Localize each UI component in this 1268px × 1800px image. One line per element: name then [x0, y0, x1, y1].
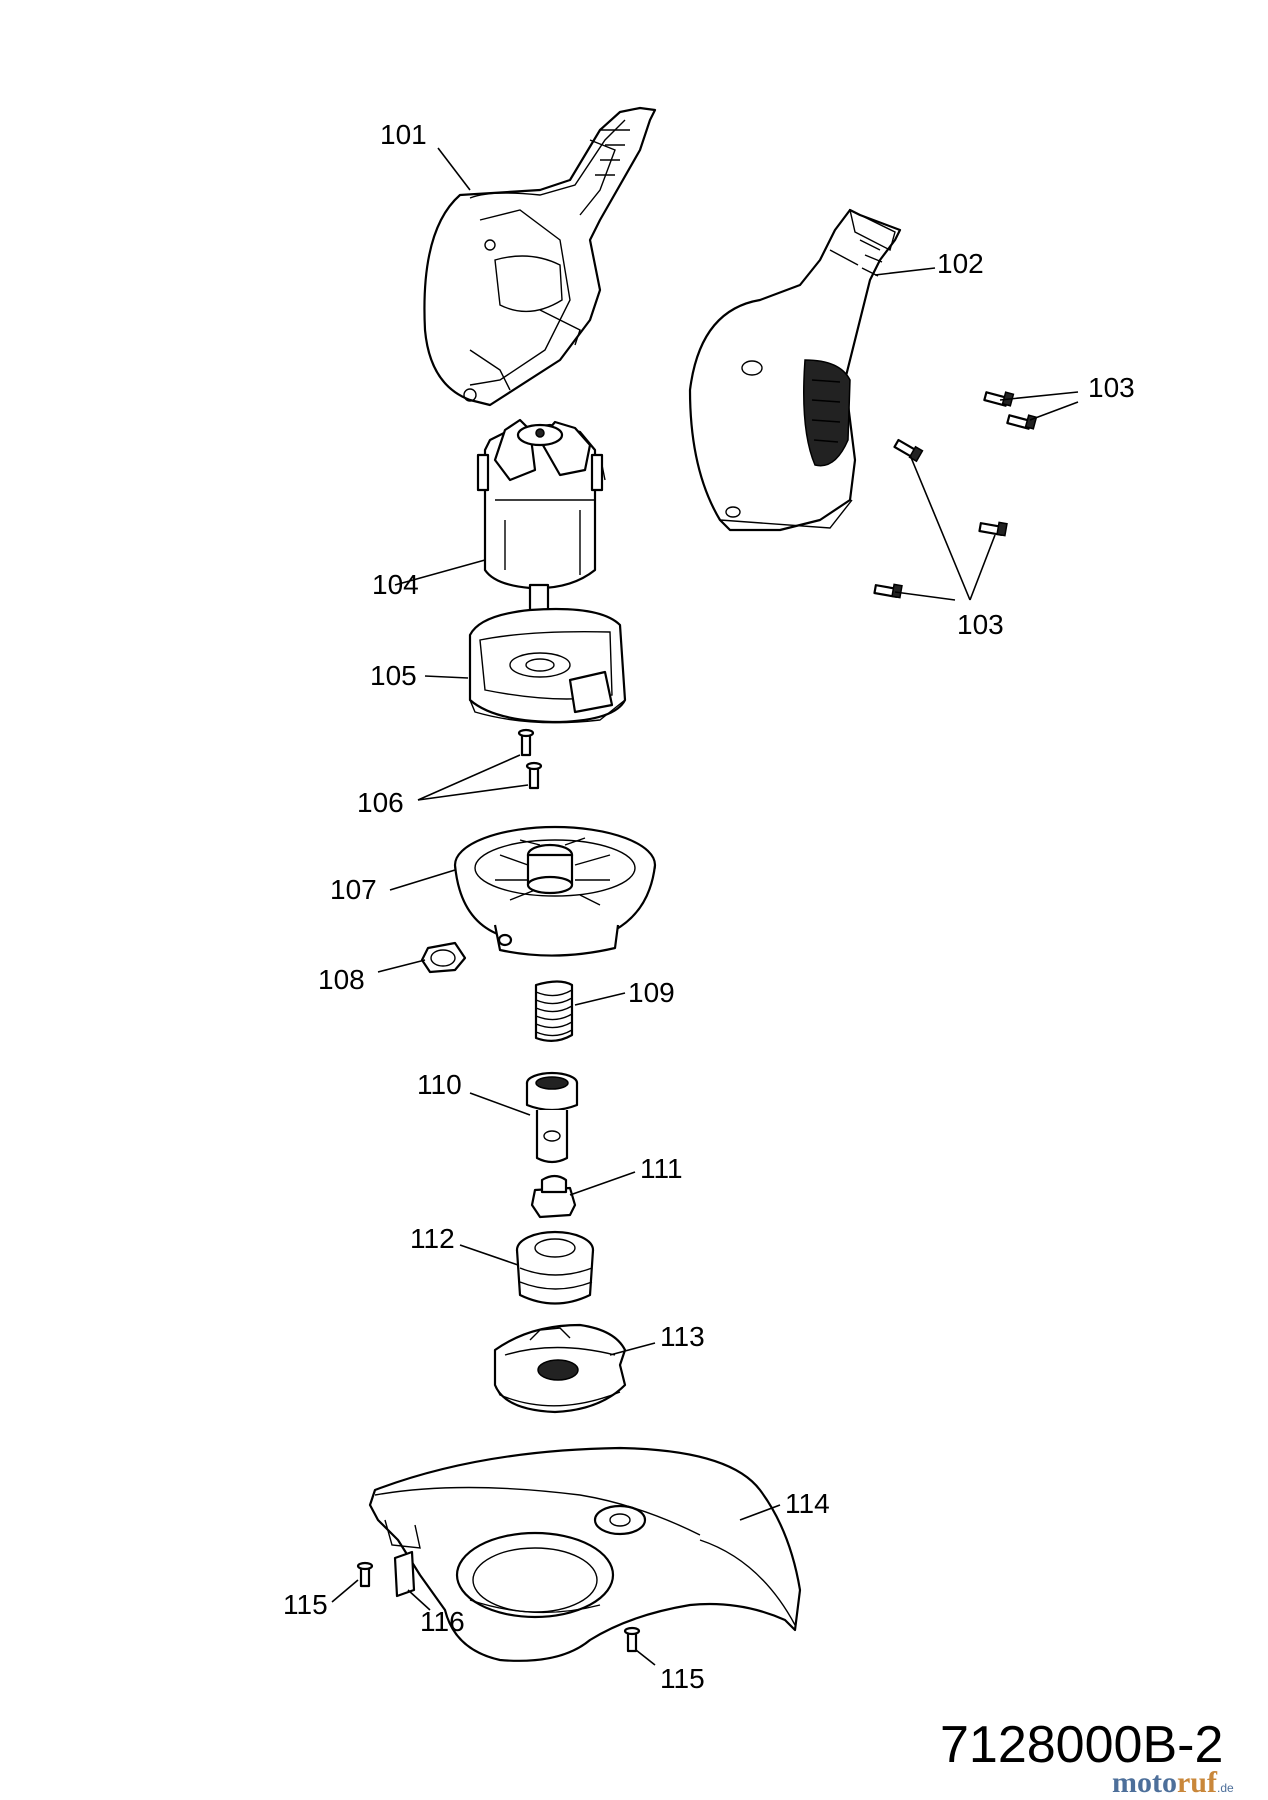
part-108-nut: [420, 941, 467, 974]
part-104-motor: [476, 418, 606, 627]
part-110-shaft: [525, 1071, 579, 1164]
callout-116: 116: [420, 1606, 465, 1637]
callout-110: 110: [417, 1069, 462, 1100]
callout-labels: 101 102 103 103 104 105 106 107 108 109 …: [283, 119, 1135, 1694]
callout-115-left: 115: [283, 1589, 328, 1620]
part-116-label-plate: [393, 1550, 416, 1598]
callout-104: 104: [372, 569, 419, 600]
callout-114: 114: [785, 1488, 830, 1519]
svg-text:motoruf.de: motoruf.de: [1112, 1766, 1234, 1799]
part-105-motor-carrier: [468, 607, 627, 724]
callout-102: 102: [937, 248, 984, 279]
drawing-number: 7128000B-2: [940, 1716, 1223, 1774]
callout-115-bottom: 115: [660, 1663, 705, 1694]
part-115-screws: [356, 1561, 641, 1653]
callout-103-lower: 103: [957, 609, 1004, 640]
callout-105: 105: [370, 660, 417, 691]
part-111-bolt: [530, 1174, 577, 1219]
callout-107: 107: [330, 874, 377, 905]
callout-113: 113: [660, 1321, 705, 1352]
watermark-logo: motoruf.de: [1112, 1766, 1234, 1799]
callout-111: 111: [640, 1153, 683, 1184]
callout-112: 112: [410, 1223, 455, 1254]
part-101-housing-rear: [423, 106, 657, 407]
part-107-fan-housing: [453, 825, 657, 957]
part-113-spool-cover: [493, 1323, 627, 1414]
leader-lines: [331, 147, 1079, 1666]
part-112-spool: [515, 1230, 595, 1305]
watermark-suffix: .de: [1217, 1781, 1234, 1795]
callout-109: 109: [628, 977, 675, 1008]
callout-103-upper: 103: [1088, 372, 1135, 403]
callout-108: 108: [318, 964, 365, 995]
part-102-housing-front: [688, 208, 902, 532]
part-106-screws: [517, 728, 543, 790]
callout-101: 101: [380, 119, 427, 150]
callout-106: 106: [357, 787, 404, 818]
watermark-part2: ruf: [1177, 1766, 1218, 1799]
watermark-part1: moto: [1112, 1766, 1177, 1799]
part-109-spring: [534, 980, 574, 1042]
part-114-guard: [368, 1446, 802, 1662]
